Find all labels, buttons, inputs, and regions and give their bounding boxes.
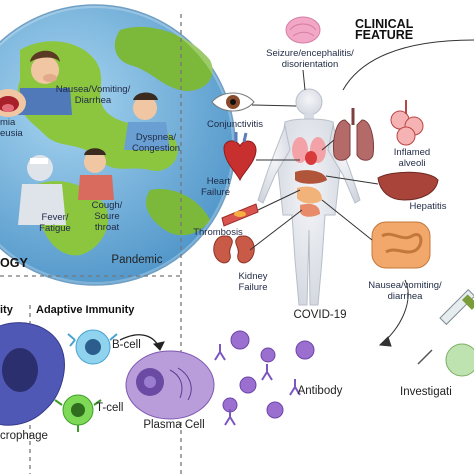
feature-hepatitis-label: Hepatitis [409,201,447,212]
symptom-nausea-label: Nausea/Vomiting/ Diarrhea [55,84,131,106]
arrow-b-to-plasma [119,334,165,351]
t-cell-label: T-cell [96,402,124,414]
b-cell-label: B-cell [112,339,141,351]
brain-icon [285,16,321,44]
symptom-cough-label: Cough/ Soure throat [91,200,123,233]
mouth-icon [0,89,26,117]
feature-conjunctivitis-label: Conjunctivitis [207,119,263,130]
covid19-label: COVID-19 [293,309,347,321]
plasma-cell-label: Plasma Cell [143,419,205,431]
thrombosis-icon [221,203,259,227]
connector-lines [249,39,474,347]
kidney-icon [213,235,255,264]
antibody-label: Antibody [297,385,343,397]
feature-seizure-label: Seizure/encephalitis/ disorientation [266,48,354,70]
heart-icon [223,132,257,182]
symptom-anosmia-label: mia eusia [0,117,23,139]
eye-icon [211,92,255,112]
intestine-icon [371,221,431,269]
antibody-icons [214,344,301,426]
cough-person-icon [78,148,114,200]
globe-illustration [0,2,238,288]
fever-person-icon [18,155,66,225]
feature-gi-label: Nausea/vomiting/ diarrhea [368,280,442,302]
pandemic-label: Pandemic [111,254,163,266]
liver-icon [377,171,439,201]
nausea-person-icon [18,50,72,115]
feature-thrombosis-label: Thrombosis [193,227,243,238]
adaptive-immunity-title: Adaptive Immunity [36,304,135,316]
t-cell-icon [54,394,102,432]
macrophage-icon [0,322,65,426]
feature-kidney-failure-label: Kidney Failure [238,271,268,293]
virus-icons [222,330,315,419]
dyspnea-person-icon [124,92,170,150]
plasma-cell-icon [125,350,215,420]
macrophage-label: crophage [0,430,48,442]
alveoli-icon [390,100,424,146]
investigation-label: Investigati [400,386,452,398]
symptom-fever-label: Fever/ Fatigue [39,212,71,234]
lungs-icon [333,108,374,161]
feature-alveoli-label: Inflamed alveoli [393,147,431,169]
feature-heart-failure-label: Heart Failure [200,176,230,198]
test-dish-icon [445,343,474,377]
symptom-dyspnea-label: Dyspnea/ Congestion [131,132,181,154]
innate-immunity-title: ity [0,304,13,316]
b-cell-icon [67,329,118,365]
epidemiology-title: OGY [0,256,28,270]
clinical-features-title: CLINICAL FEATURE [355,17,414,42]
